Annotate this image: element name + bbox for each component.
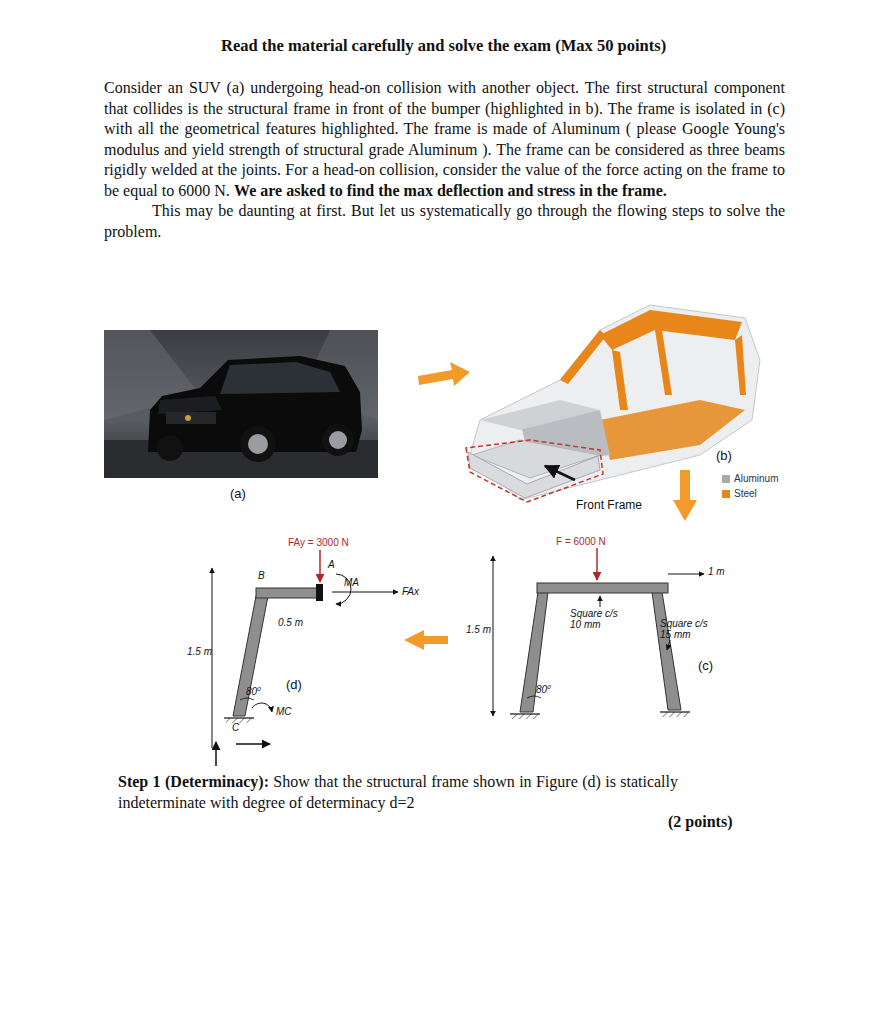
paragraph: Step 1 (Determinacy):Show that the struc… [118, 772, 678, 813]
moment-label: MC [276, 706, 292, 717]
legend: AluminumSteel [722, 471, 778, 501]
angle: 80⁰ [246, 686, 261, 697]
figure-tag: (a) [230, 486, 246, 501]
legend-swatch [722, 475, 730, 483]
paragraph: This may be daunting at first. But let u… [104, 201, 785, 242]
section-note: Square c/s 10 mm [570, 608, 626, 630]
legend-swatch [722, 490, 730, 498]
page-title: Read the material carefully and solve th… [221, 36, 666, 56]
point-label: C [232, 722, 239, 733]
figure-tag: (d) [286, 677, 302, 692]
free-body-frame [212, 550, 398, 766]
point-label: A [328, 559, 335, 570]
flow-arrow [673, 470, 697, 521]
step-heading: Step 1 (Determinacy): [118, 773, 269, 790]
paragraph: Consider an SUV (a) undergoing head-on c… [104, 78, 785, 202]
flow-arrow [404, 630, 448, 650]
dimension: 1.5 m [187, 646, 212, 657]
dimension: 1 m [708, 566, 725, 577]
force-label: FAx [402, 586, 419, 597]
body-text: This may be daunting at first. But let u… [104, 202, 785, 240]
moment-label: MA [344, 577, 359, 588]
force-label: FAy = 3000 N [288, 537, 349, 548]
figure-caption: Front Frame [576, 498, 642, 512]
figure-tag: (c) [698, 658, 713, 673]
force-label: F = 6000 N [556, 536, 606, 547]
dimension: 1.5 m [466, 624, 491, 635]
angle: 80⁰ [536, 684, 551, 695]
flow-arrow [418, 362, 470, 386]
legend-row: Steel [722, 486, 778, 501]
point-label: B [258, 570, 265, 581]
section-note: Square c/s 15 mm [660, 618, 716, 640]
suv-photo [104, 330, 378, 478]
car-body-illustration [466, 305, 760, 502]
figure-tag: (b) [716, 448, 732, 463]
points: (2 points) [668, 813, 732, 831]
dimension: 0.5 m [278, 617, 303, 628]
legend-text: Aluminum [734, 473, 778, 484]
body-text: Consider an SUV (a) undergoing head-on c… [104, 79, 785, 199]
legend-row: Aluminum [722, 471, 778, 486]
legend-text: Steel [734, 488, 757, 499]
body-text-bold: We are asked to find the max deflection … [230, 182, 667, 199]
